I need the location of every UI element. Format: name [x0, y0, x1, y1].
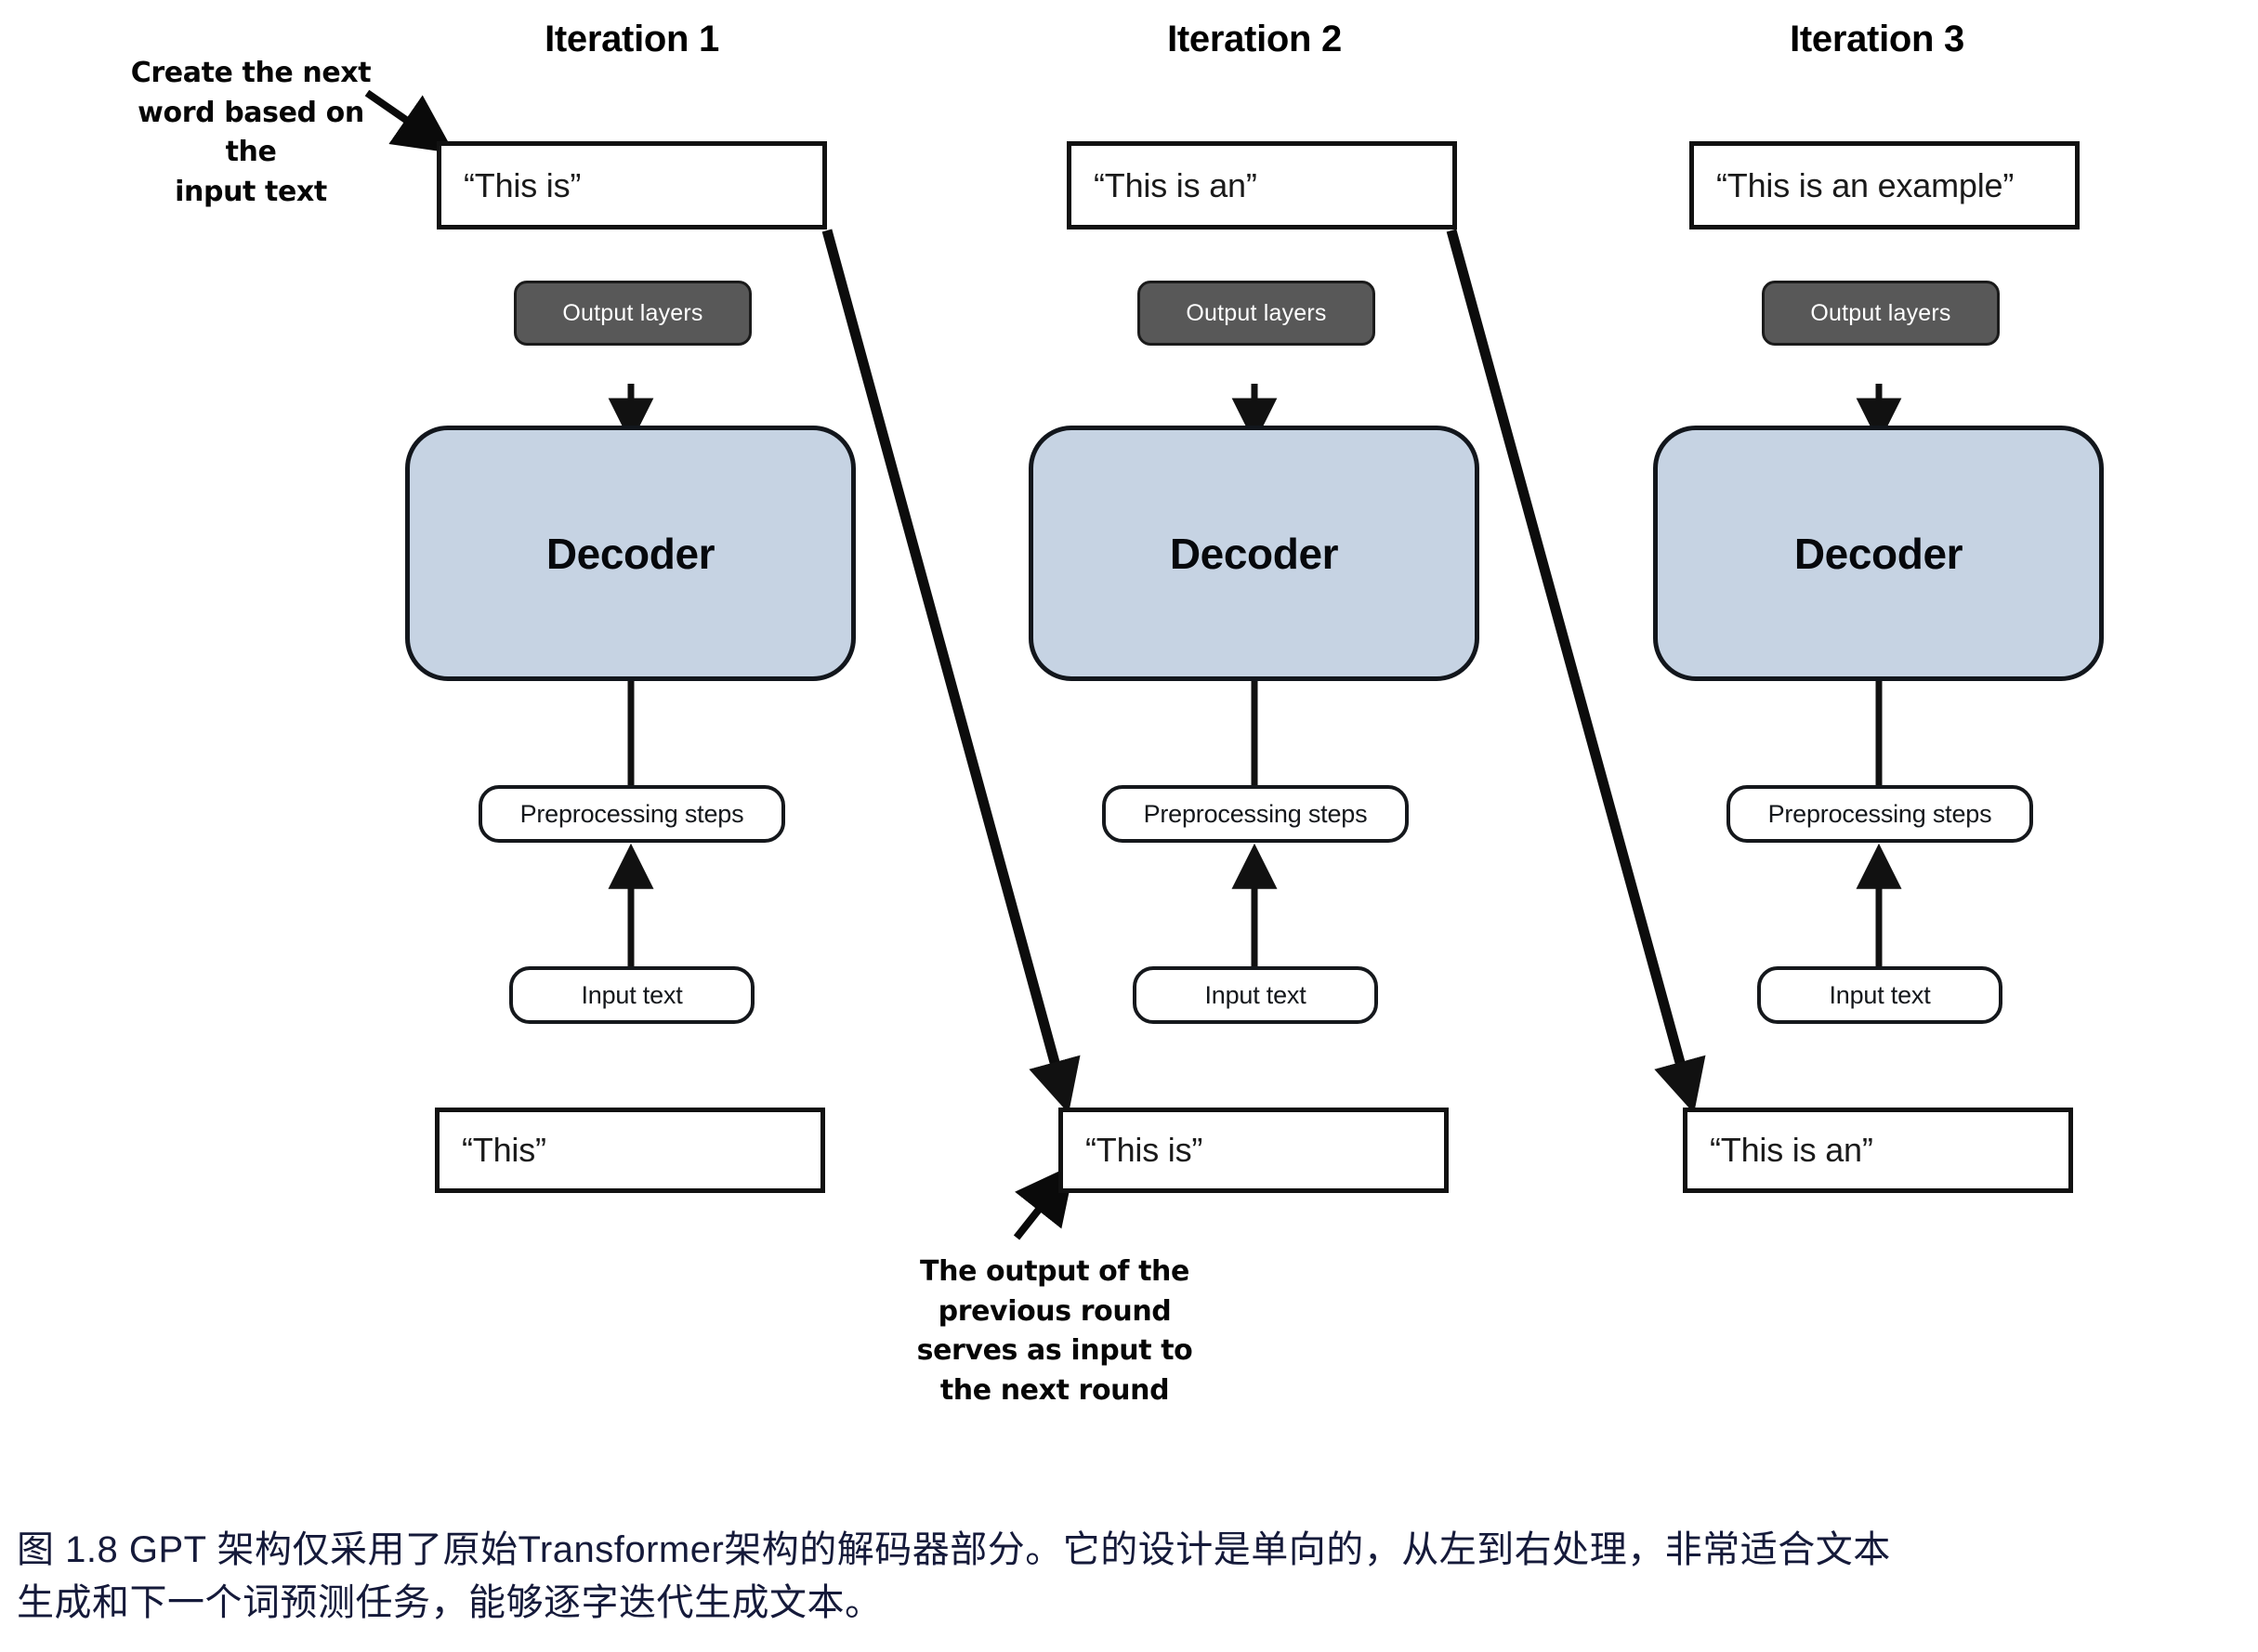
diagonal-arrow-iter2-to-iter3: [1446, 229, 1706, 1114]
output-text-box-iteration-3: “This is an example”: [1689, 141, 2080, 229]
annotation-output-previous-round: The output of the previous round serves …: [911, 1252, 1199, 1410]
preprocessing-steps-box-iteration-3: Preprocessing steps: [1726, 785, 2033, 843]
annotation-create-next-word-line-1: Create the next: [130, 57, 372, 89]
figure-caption-line-1: 图 1.8 GPT 架构仅采用了原始Transformer架构的解码器部分。它的…: [17, 1529, 1891, 1570]
output-layers-box-iteration-2: Output layers: [1137, 281, 1375, 346]
output-layers-box-iteration-3: Output layers: [1762, 281, 2000, 346]
iteration-title-1: Iteration 1: [545, 19, 719, 59]
decoder-block-iteration-2: Decoder: [1029, 426, 1479, 681]
input-text-box-iteration-3: Input text: [1757, 966, 2002, 1024]
annotation-create-next-word-line-3: input text: [175, 175, 327, 208]
input-string-box-iteration-1: “This”: [435, 1108, 825, 1193]
decoder-block-iteration-1: Decoder: [405, 426, 856, 681]
annotation-create-next-word: Create the next word based on the input …: [112, 54, 390, 212]
iteration-title-2: Iteration 2: [1167, 19, 1342, 59]
input-text-box-iteration-1: Input text: [509, 966, 755, 1024]
figure-caption-line-2: 生成和下一个词预测任务，能够逐字迭代生成文本。: [17, 1581, 883, 1623]
output-text-box-iteration-2: “This is an”: [1067, 141, 1457, 229]
output-layers-box-iteration-1: Output layers: [514, 281, 752, 346]
input-text-box-iteration-2: Input text: [1133, 966, 1378, 1024]
annotation-output-previous-round-line-3: serves as input to: [916, 1334, 1193, 1368]
diagonal-arrow-iter1-to-iter2: [821, 229, 1081, 1114]
preprocessing-steps-box-iteration-2: Preprocessing steps: [1102, 785, 1409, 843]
iteration-title-3: Iteration 3: [1790, 19, 1964, 59]
annotation-output-previous-round-line-4: the next round: [939, 1373, 1170, 1407]
figure-caption: 图 1.8 GPT 架构仅采用了原始Transformer架构的解码器部分。它的…: [17, 1524, 2247, 1630]
preprocessing-steps-box-iteration-1: Preprocessing steps: [479, 785, 785, 843]
output-text-box-iteration-1: “This is”: [437, 141, 827, 229]
annotation-output-previous-round-line-1: The output of the: [920, 1255, 1189, 1288]
annotation-create-next-word-line-2: word based on the: [138, 96, 364, 169]
input-string-box-iteration-2: “This is”: [1058, 1108, 1449, 1193]
annotation-output-previous-round-line-2: previous round: [938, 1294, 1172, 1328]
decoder-block-iteration-3: Decoder: [1653, 426, 2104, 681]
input-string-box-iteration-3: “This is an”: [1683, 1108, 2073, 1193]
